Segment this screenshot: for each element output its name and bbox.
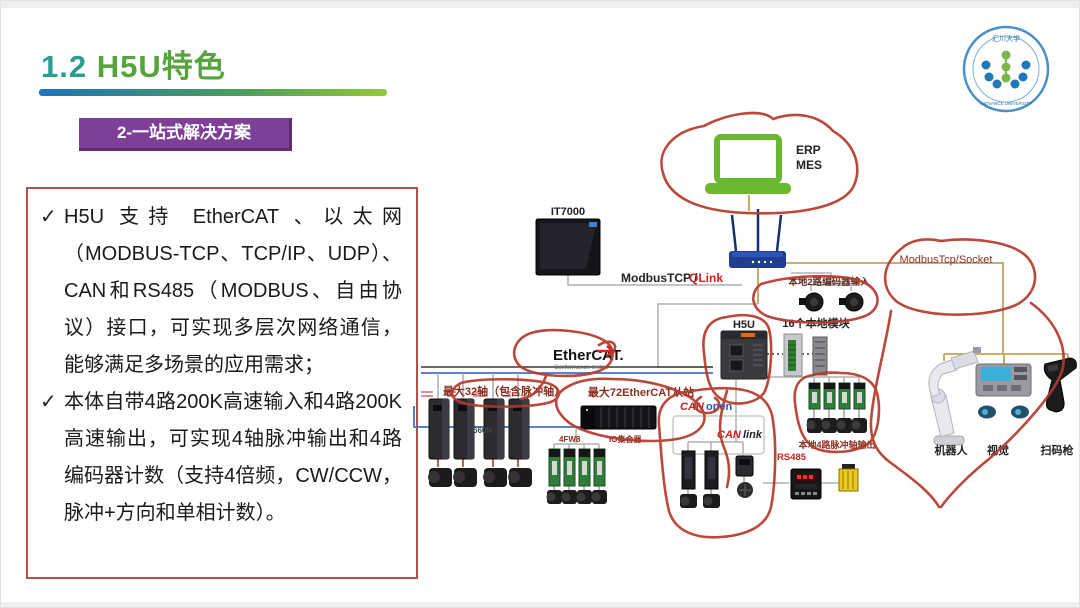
bottom-edge bbox=[1, 602, 1079, 607]
axis32-label: 最大32轴（包含脉冲轴） bbox=[443, 384, 565, 398]
hmi-label: IT7000 bbox=[551, 206, 585, 218]
check-icon: ✓ bbox=[40, 391, 57, 413]
encoder-icon bbox=[799, 292, 864, 312]
section-badge: 2-一站式解决方案 bbox=[79, 118, 292, 151]
laptop-icon bbox=[705, 134, 791, 194]
top-edge bbox=[1, 1, 1079, 8]
transformer-icon bbox=[838, 464, 859, 492]
logo-dots bbox=[981, 50, 1031, 89]
router-icon bbox=[729, 209, 786, 268]
page-title: 1.2 H5U特色 bbox=[41, 41, 226, 86]
title-underline bbox=[39, 89, 387, 96]
red-annotation-circles bbox=[450, 111, 1065, 539]
modbustcp-label: ModbusTCP / bbox=[621, 271, 698, 285]
ethercat-sub: Conformance tested bbox=[554, 365, 608, 371]
stepper-motor-icon bbox=[546, 490, 607, 504]
can-drive bbox=[681, 450, 719, 490]
title-number: 1.2 bbox=[41, 49, 88, 84]
plc-label: H5U bbox=[733, 319, 755, 331]
stepper-drive bbox=[548, 448, 606, 487]
logo-bottom-text: INOVANCE UNIVERSITY bbox=[980, 101, 1031, 106]
temp-controller-icon bbox=[790, 468, 822, 500]
plc-device bbox=[720, 330, 768, 380]
robot-icon bbox=[928, 347, 981, 446]
robot-label: 机器人 bbox=[935, 443, 969, 457]
canlink-link: link bbox=[743, 429, 763, 441]
title-text: H5U特色 bbox=[96, 49, 226, 84]
socket-label: ModbusTcp/Socket bbox=[900, 254, 993, 266]
motor-stubs bbox=[553, 409, 860, 494]
mes-label: MES bbox=[796, 158, 822, 172]
servo-motor-icon bbox=[428, 468, 532, 487]
university-logo: 汇川大学 INOVANCE UNIVERSITY bbox=[956, 19, 1056, 119]
feature-box: ✓ H5U 支持 EtherCAT 、以太网（MODBUS-TCP、TCP/IP… bbox=[26, 187, 418, 579]
can-motor-icon bbox=[680, 494, 720, 508]
pulse-motor-icon bbox=[806, 418, 867, 433]
rs485-label: RS485 bbox=[777, 452, 807, 463]
logo-top-text: 汇川大学 bbox=[992, 34, 1020, 43]
feature-item-1: ✓ H5U 支持 EtherCAT 、以太网（MODBUS-TCP、TCP/IP… bbox=[40, 199, 402, 384]
erp-label: ERP bbox=[796, 143, 821, 157]
canlink-can: CAN bbox=[717, 429, 742, 441]
feature-text-1: H5U 支持 EtherCAT 、以太网（MODBUS-TCP、TCP/IP、U… bbox=[64, 206, 402, 376]
servo-drive bbox=[428, 398, 530, 460]
inverter-icon bbox=[735, 455, 754, 498]
servo-model-label: 660N bbox=[473, 426, 492, 435]
feature-text-2: 本体自带4路200K高速输入和4路200K高速输出，可实现4轴脉冲输出和4路编码… bbox=[64, 391, 402, 524]
feature-item-2: ✓ 本体自带4路200K高速输入和4路200K高速输出，可实现4轴脉冲输出和4路… bbox=[40, 384, 402, 532]
pulse-out-label: 本地4路脉冲轴输出 bbox=[798, 439, 875, 450]
pulse-drive bbox=[808, 382, 866, 410]
vision-icon bbox=[975, 363, 1032, 419]
io-module bbox=[783, 333, 828, 377]
hmi-panel bbox=[535, 218, 601, 276]
io-a-label: 4FW8 bbox=[559, 435, 581, 444]
scanner-label: 扫码枪 bbox=[1041, 443, 1074, 457]
io-coupler bbox=[580, 405, 657, 430]
check-icon: ✓ bbox=[40, 206, 57, 228]
qlink-label: QLink bbox=[689, 271, 723, 285]
scanner-icon bbox=[1043, 357, 1077, 413]
canlink-logo: CAN link bbox=[717, 429, 763, 441]
